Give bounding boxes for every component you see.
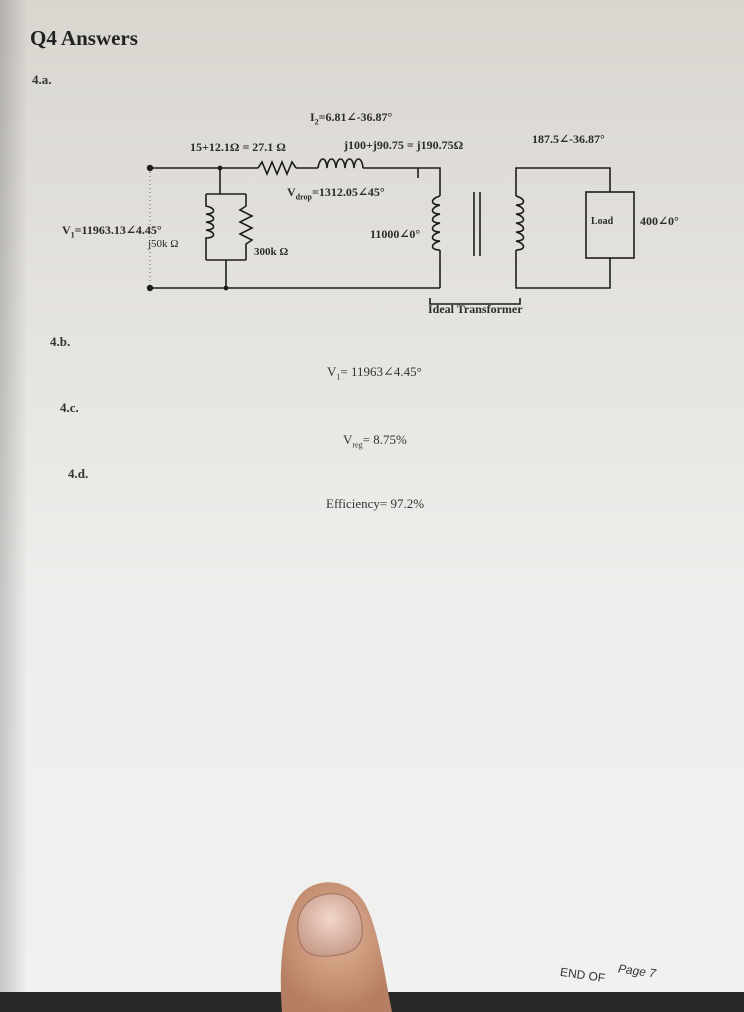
shunt-resistance-label: 300k Ω	[254, 246, 289, 258]
series-inductor	[317, 158, 364, 169]
load-box	[585, 191, 635, 259]
part-d-answer: Efficiency= 97.2%	[326, 496, 425, 511]
finger-thumb	[280, 882, 392, 1012]
primary-voltage-label: 11000∠0°	[370, 227, 421, 241]
secondary-wires	[515, 167, 611, 289]
part-a-label: 4.a.	[32, 72, 52, 87]
v1-label: V1=11963.13∠4.45°	[62, 223, 162, 240]
ideal-transformer-label: Ideal Transformer	[428, 302, 523, 316]
load-label: Load	[591, 216, 614, 227]
part-d-label: 4.d.	[68, 466, 89, 481]
voltage-drop-label: Vdrop=1312.05∠45°	[287, 185, 385, 202]
series-resistance-label: 15+12.1Ω = 27.1 Ω	[190, 140, 286, 154]
shunt-top	[206, 168, 246, 195]
secondary-coil	[515, 195, 525, 251]
part-c-answer: Vreg= 8.75%	[343, 432, 407, 450]
part-c-label: 4.c.	[60, 400, 79, 415]
wire-top-right	[418, 167, 441, 196]
transformer-bracket	[429, 298, 521, 305]
part-b-answer: V1= 11963∠4.45°	[327, 364, 422, 382]
primary-coil	[431, 195, 441, 251]
transformer-core	[473, 192, 481, 256]
part-b-label: 4.b.	[50, 334, 71, 349]
shunt-bottom	[206, 259, 246, 288]
load-current-label: 187.5∠-36.87°	[532, 132, 605, 146]
shunt-reactance-label: j50k Ω	[148, 238, 179, 250]
shunt-resistor	[238, 194, 254, 260]
series-resistor	[257, 159, 297, 177]
page-title: Q4 Answers	[30, 26, 138, 50]
page-edge-shadow	[0, 0, 28, 992]
series-reactance-label: j100+j90.75 = j190.75Ω	[344, 138, 464, 152]
load-voltage-label: 400∠0°	[640, 214, 679, 228]
current-i2-label: I2=6.81∠-36.87°	[310, 110, 393, 127]
shunt-inductor	[205, 194, 215, 260]
